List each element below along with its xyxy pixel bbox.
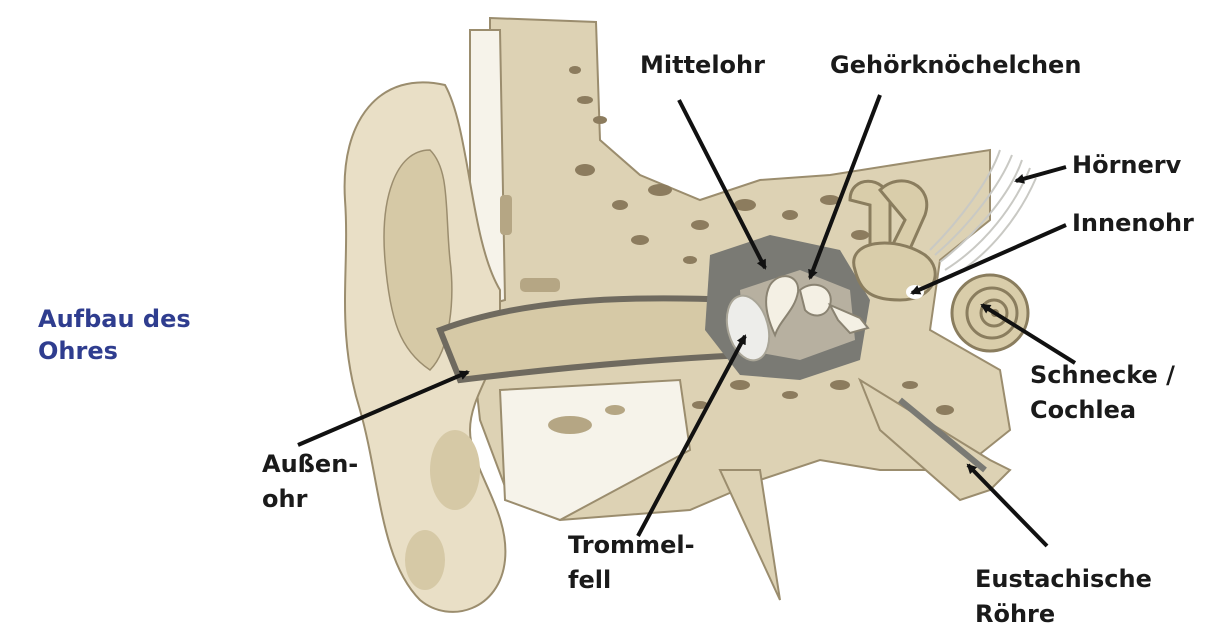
label-gehoerknoechelchen: Gehörknöchelchen	[830, 48, 1081, 83]
cartilage-detail	[520, 278, 560, 292]
label-innenohr: Innenohr	[1072, 206, 1194, 241]
diagram-title: Aufbau des Ohres	[38, 303, 238, 367]
label-eustachische-roehre: Eustachische Röhre	[975, 562, 1152, 632]
cartilage-detail	[500, 195, 512, 235]
label-hoernerv: Hörnerv	[1072, 148, 1181, 183]
cochlea	[952, 275, 1028, 351]
cartilage-detail	[548, 416, 592, 434]
arrow-eustachische-roehre	[968, 465, 1047, 546]
label-aussenohr: Außen- ohr	[262, 447, 358, 517]
label-trommelfell: Trommel- fell	[568, 528, 695, 598]
arrow-hoernerv	[1016, 167, 1066, 181]
label-schnecke: Schnecke / Cochlea	[1030, 358, 1175, 428]
label-mittelohr: Mittelohr	[640, 48, 765, 83]
styloid-process	[720, 470, 780, 600]
cartilage-detail	[605, 405, 625, 415]
